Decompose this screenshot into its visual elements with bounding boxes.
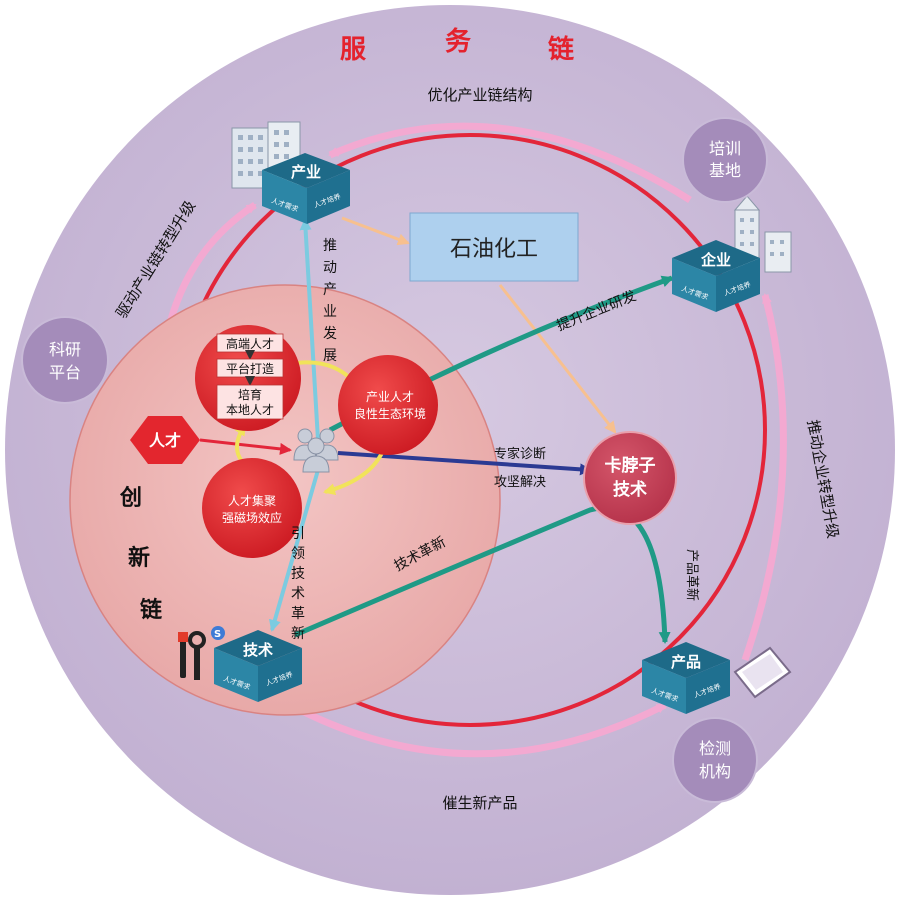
tools-icon: S	[178, 626, 225, 680]
cultivate-text: 培育	[238, 387, 262, 402]
technology-cube: 技术 人才需求 人才培养	[214, 630, 302, 702]
talent-to-pool-arrow	[199, 438, 292, 455]
industry-cube: 产业 人才需求 人才培养	[262, 153, 350, 224]
cultivate-box	[216, 384, 284, 420]
petrochem-box	[409, 212, 579, 282]
lead-tech-label-char: 引	[291, 526, 305, 542]
innovation-chain-char: 链	[140, 597, 162, 623]
lead-tech-label-char: 领	[291, 546, 305, 562]
cultivate-text: 本地人才	[226, 403, 274, 417]
service-chain-title-char: 务	[445, 27, 471, 57]
optimize-structure-label: 优化产业链结构	[427, 86, 532, 104]
technology-label: 技术	[243, 641, 273, 659]
bottleneck-text: 技术	[613, 479, 647, 500]
innovation-chain-char: 创	[119, 486, 142, 511]
push-industry-arrow	[299, 218, 320, 441]
testing-institute-badge	[672, 717, 758, 803]
talent-node	[130, 416, 200, 464]
training-base-badge	[682, 117, 768, 203]
bottleneck-text: 卡脖子	[605, 455, 656, 476]
push-industry-label-char: 推	[323, 238, 337, 254]
new-products-arrow	[298, 701, 667, 758]
ecosystem-text: 良性生态环境	[354, 406, 426, 421]
petrochem-label: 石油化工	[450, 237, 538, 262]
petrochem-to-bottleneck-arrow	[498, 284, 617, 434]
lead-tech-label-char: 新	[291, 626, 305, 642]
push-industry-label-char: 动	[323, 260, 337, 276]
industry-label: 产业	[291, 163, 321, 181]
new-products-label: 催生新产品	[442, 794, 517, 812]
platform-text: 平台打造	[226, 361, 274, 376]
talent-label: 人才	[149, 431, 181, 450]
research-platform-text: 科研	[49, 340, 81, 359]
testing-institute-text: 检测	[699, 739, 731, 758]
ecosystem-text: 产业人才	[366, 390, 414, 404]
expert-diagnosis-label: 攻坚解决	[494, 475, 546, 490]
svg-text:S: S	[214, 629, 221, 640]
product-innovation-label: 产品革新	[684, 549, 700, 601]
product-label: 产品	[671, 653, 701, 671]
training-base-text: 基地	[709, 161, 741, 180]
testing-institute-text: 机构	[699, 762, 731, 781]
high-end-talent-text: 高端人才	[226, 336, 274, 351]
service-chain-title-char: 服	[340, 35, 367, 65]
tablet-icon	[733, 646, 792, 699]
push-industry-label-char: 产	[323, 282, 337, 298]
push-industry-label-char: 业	[323, 304, 337, 320]
talent-gather-text: 人才集聚	[228, 493, 276, 508]
tech-product-innovation-arrow	[294, 505, 671, 644]
optimize-structure-arrow	[328, 122, 692, 203]
service-chain-title-char: 链	[548, 34, 574, 65]
lead-tech-arrow	[268, 469, 320, 632]
talent-pool-people-icon	[293, 428, 339, 473]
enterprise-label: 企业	[700, 251, 731, 269]
talent-gather-node	[202, 458, 302, 558]
research-platform-text: 平台	[49, 363, 81, 382]
innovation-chain-char: 新	[128, 545, 150, 571]
talent-gather-text: 强磁场效应	[222, 510, 282, 525]
research-platform-badge	[21, 316, 109, 404]
lead-tech-label-char: 技	[291, 566, 305, 582]
expert-diagnosis-label: 专家诊断	[494, 446, 546, 462]
lead-tech-label-char: 革	[291, 606, 305, 622]
push-industry-label-char: 发	[323, 326, 337, 342]
lead-tech-label-char: 术	[291, 586, 305, 602]
push-industry-label-char: 展	[323, 348, 337, 364]
drive-enterprise-arrow	[741, 293, 787, 662]
training-base-text: 培训	[709, 139, 741, 158]
product-cube: 产品 人才需求 人才培养	[642, 642, 730, 714]
bottleneck-tech-node	[583, 431, 677, 525]
industry-to-petrochem-arrow	[341, 216, 410, 246]
ecosystem-node	[338, 355, 438, 455]
enterprise-cube: 企业 人才需求 人才培养	[672, 240, 760, 312]
